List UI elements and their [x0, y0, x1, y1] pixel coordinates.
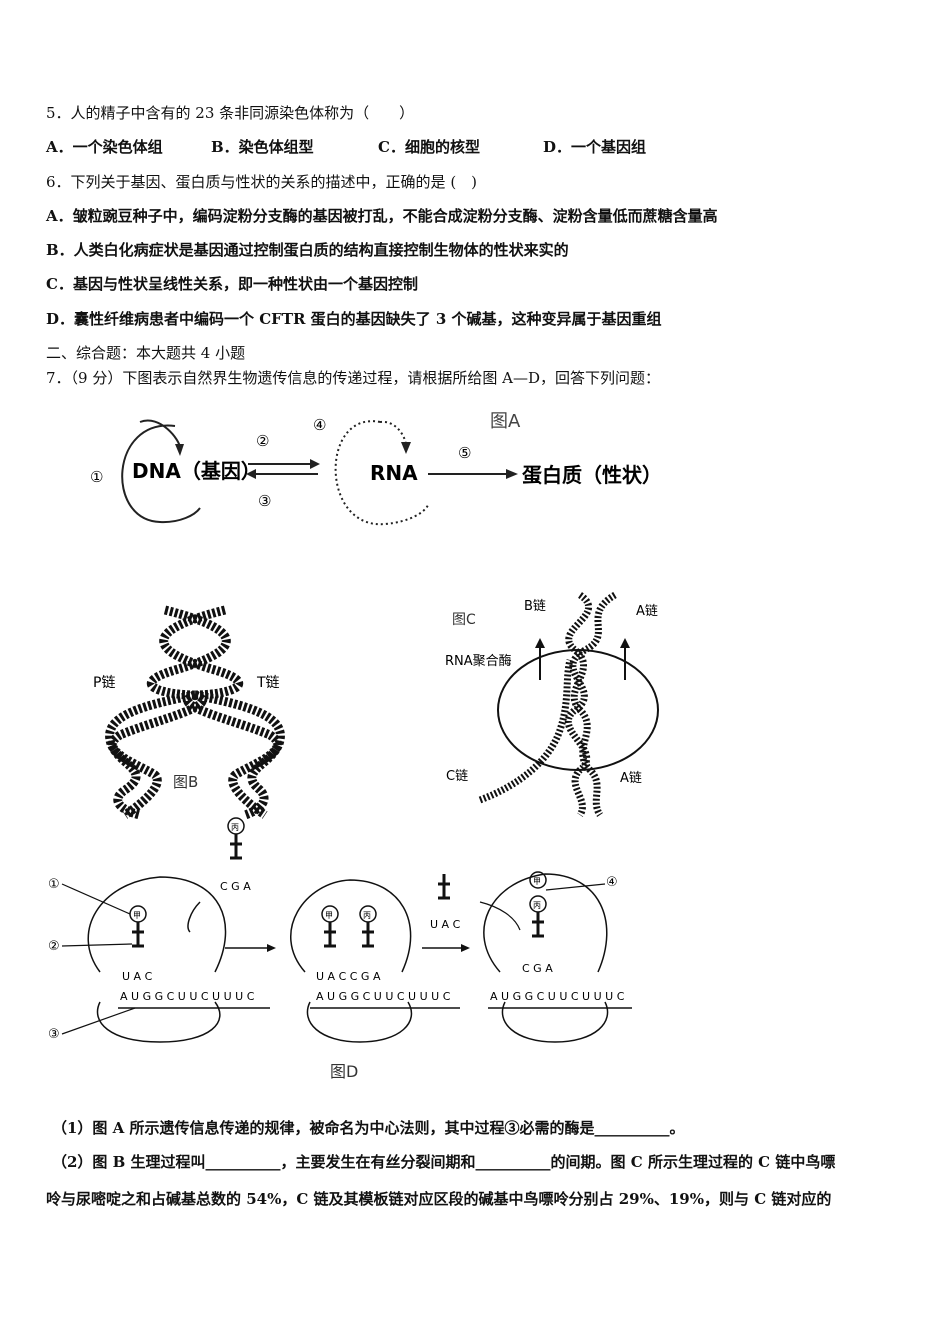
q6-option-c: C．基因与性状呈线性关系，即一种性状由一个基因控制 — [46, 275, 418, 293]
q6-option-b: B．人类白化病症状是基因通过控制蛋白质的结构直接控制生物体的性状来实的 — [46, 241, 569, 259]
svg-text:甲: 甲 — [133, 911, 141, 920]
q5-stem: 5．人的精子中含有的 23 条非同源染色体称为（ ） — [46, 104, 415, 122]
mrna-1: A U G G C U U C U U U C — [120, 990, 255, 1003]
svg-text:③: ③ — [48, 1027, 60, 1042]
arrowhead — [175, 444, 184, 456]
q5-option-d: D．一个基因组 — [543, 138, 647, 156]
figure-a: 图A ① DNA（基因） ② ③ ④ RNA ⑤ 蛋白质（性状） — [90, 411, 662, 526]
label-5: ⑤ — [458, 444, 471, 462]
dna-label: DNA（基因） — [132, 459, 261, 483]
codon-cga-free: C G A — [220, 880, 251, 893]
q6-option-d: D．囊性纤维病患者中编码一个 CFTR 蛋白的基因缺失了 3 个碱基，这种变异属… — [46, 310, 662, 328]
replication-loop — [121, 424, 201, 524]
svg-text:U A C: U A C — [430, 918, 461, 931]
c-chain-label: C链 — [446, 769, 468, 784]
q6-option-a: A．皱粒豌豆种子中，编码淀粉分支酶的基因被打乱，不能合成淀粉分支酶、淀粉含量低而… — [46, 207, 718, 225]
figure-a-title: 图A — [490, 411, 521, 432]
q7-sub2-line2: 呤与尿嘧啶之和占碱基总数的 54%，C 链及其模板链对应区段的碱基中鸟嘌呤分别占… — [46, 1190, 832, 1208]
rna-polymerase-label: RNA聚合酶 — [445, 653, 512, 669]
label-3: ③ — [258, 492, 271, 510]
svg-text:丙: 丙 — [231, 823, 239, 832]
p-chain-label: P链 — [93, 675, 115, 691]
a-chain-bottom-label: A链 — [620, 771, 642, 786]
label-2: ② — [256, 432, 269, 450]
q5-option-a: A．一个染色体组 — [46, 138, 163, 156]
svg-text:C G A: C G A — [522, 962, 553, 975]
figure-d-title: 图D — [330, 1062, 358, 1081]
svg-text:甲: 甲 — [533, 877, 541, 886]
svg-text:U A C C G A: U A C C G A — [316, 970, 381, 983]
ribosome-3 — [483, 873, 608, 973]
q5-option-c: C．细胞的核型 — [378, 138, 480, 156]
figure-c-title: 图C — [452, 612, 476, 628]
q5-option-b: B．染色体组型 — [211, 138, 314, 156]
rna-label: RNA — [370, 461, 418, 485]
figure-b: P链 T链 图B — [93, 605, 285, 820]
svg-text:丙: 丙 — [363, 911, 371, 920]
rna-replication-loop — [334, 420, 429, 526]
svg-text:①: ① — [48, 877, 60, 892]
svg-text:②: ② — [48, 939, 60, 954]
figure-d: 丙 C G A 甲 U A C A U G G C U U C U U U C … — [48, 817, 632, 1081]
dna-strand — [565, 592, 604, 817]
svg-text:U A C: U A C — [122, 970, 153, 983]
ribosome-2 — [290, 879, 412, 973]
mrna-2: A U G G C U U C U U U C — [316, 990, 451, 1003]
svg-text:④: ④ — [606, 875, 618, 890]
svg-text:丙: 丙 — [533, 901, 541, 910]
q7-sub2-line1: （2）图 B 生理过程叫__________，主要发生在有丝分裂间期和_____… — [52, 1153, 836, 1171]
mrna-3: A U G G C U U C U U U C — [490, 990, 625, 1003]
label-1: ① — [90, 468, 103, 486]
q6-stem: 6．下列关于基因、蛋白质与性状的关系的描述中，正确的是 ( ) — [46, 173, 478, 191]
q7-sub1: （1）图 A 所示遗传信息传递的规律，被命名为中心法则，其中过程③必需的酶是__… — [52, 1119, 685, 1137]
t-chain-label: T链 — [256, 675, 280, 691]
figure-b-title: 图B — [173, 773, 198, 791]
protein-label: 蛋白质（性状） — [522, 463, 662, 487]
section-heading: 二、综合题：本大题共 4 小题 — [46, 344, 246, 362]
helix-strand — [146, 605, 231, 700]
svg-text:甲: 甲 — [325, 911, 333, 920]
rna-strand — [478, 659, 574, 804]
q7-stem: 7．（9 分）下图表示自然界生物遗传信息的传递过程，请根据所给图 A—D，回答下… — [46, 369, 660, 387]
figure-c: B链 A链 图C RNA聚合酶 C链 A链 — [445, 591, 659, 817]
a-chain-top-label: A链 — [636, 604, 658, 619]
b-chain-label: B链 — [524, 599, 546, 614]
label-4: ④ — [313, 416, 326, 434]
ribosome-1 — [87, 876, 227, 973]
